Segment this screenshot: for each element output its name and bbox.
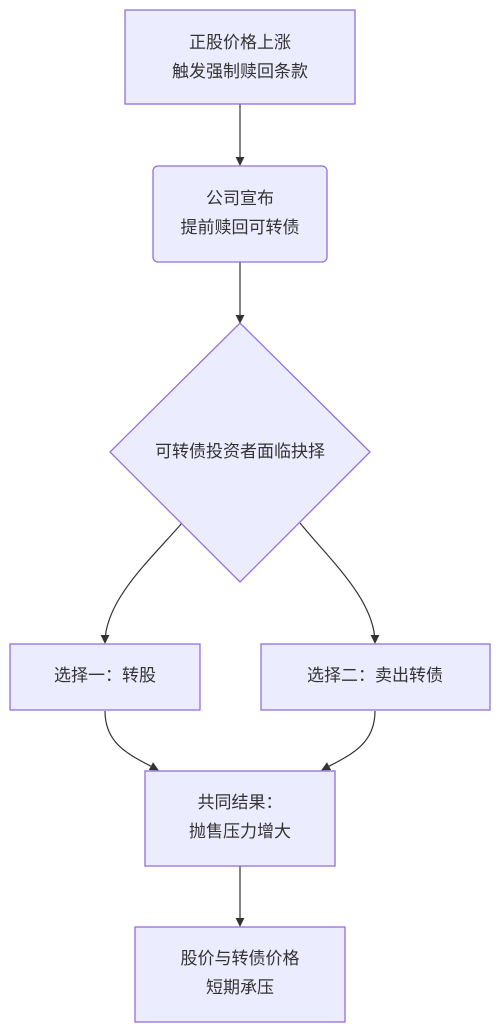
edge-option2-to-result: [321, 710, 376, 771]
node-option1-line1: 选择一：转股: [54, 666, 156, 686]
edges: [100, 104, 380, 927]
edge-option1-to-result: [104, 710, 159, 771]
node-outcome-line2: 短期承压: [206, 978, 274, 998]
node-result-line1: 共同结果：: [198, 793, 283, 813]
edge-decision-to-option2: [299, 522, 380, 644]
node-option1: 选择一：转股: [9, 643, 201, 711]
node-announce: 公司宣布 提前赎回可转债: [152, 165, 328, 263]
node-announce-line1: 公司宣布: [206, 189, 274, 209]
node-option2-line1: 选择二：卖出转债: [307, 666, 443, 686]
edge-decision-to-option1: [100, 522, 183, 644]
node-decision-line1: 可转债投资者面临抉择: [155, 442, 325, 462]
node-option2: 选择二：卖出转债: [260, 643, 491, 711]
node-trigger-line1: 正股价格上涨: [189, 33, 291, 53]
node-trigger-line2: 触发强制赎回条款: [172, 62, 308, 82]
node-result-line2: 抛售压力增大: [189, 822, 291, 842]
node-trigger: 正股价格上涨 触发强制赎回条款: [124, 9, 356, 105]
node-announce-line2: 提前赎回可转债: [181, 218, 300, 238]
node-result: 共同结果： 抛售压力增大: [144, 770, 336, 867]
node-outcome: 股价与转债价格 短期承压: [134, 926, 346, 1023]
node-outcome-line1: 股价与转债价格: [181, 949, 300, 969]
node-decision: 可转债投资者面临抉择: [109, 322, 371, 583]
